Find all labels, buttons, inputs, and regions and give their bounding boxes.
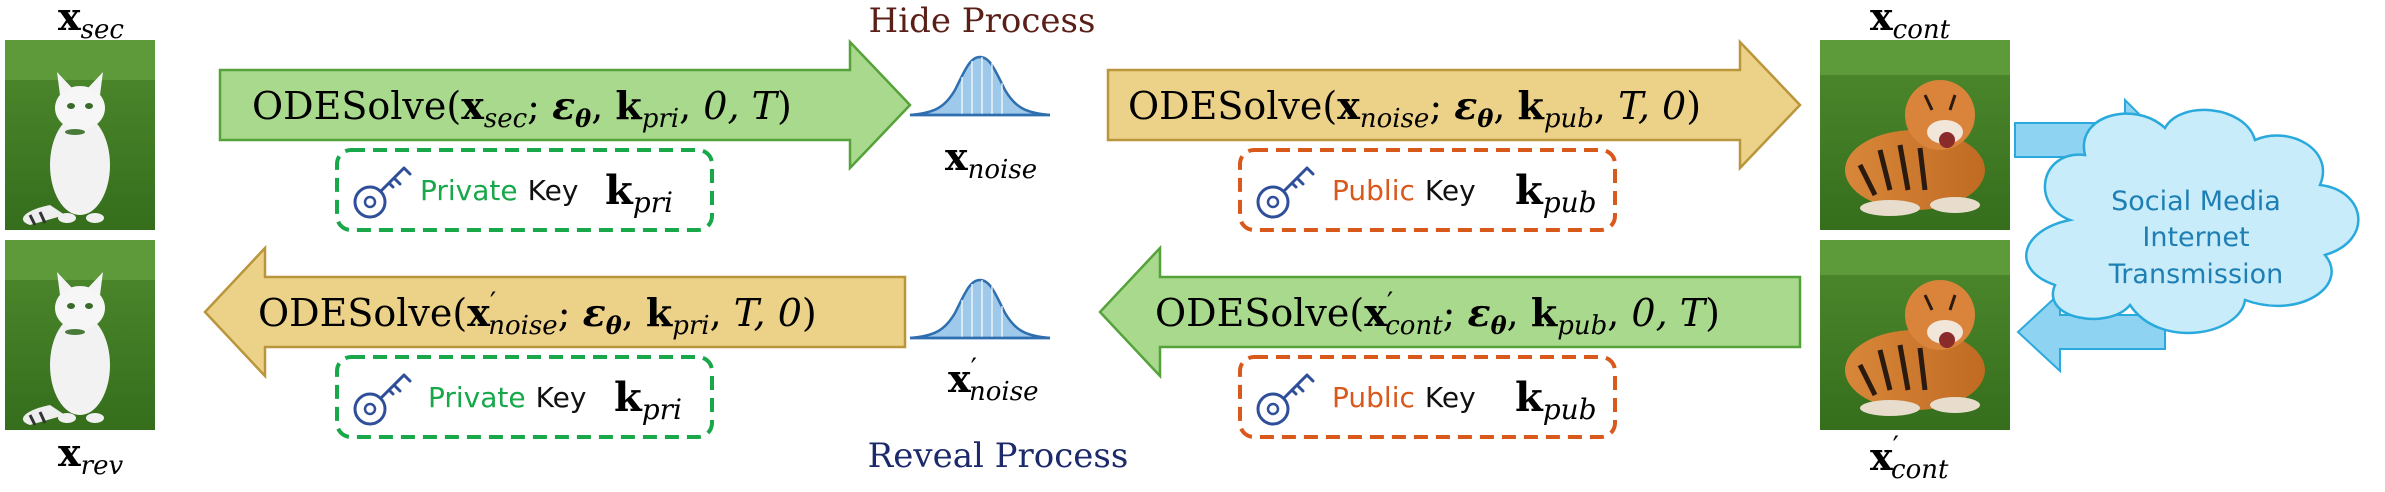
cloud-text-line3: Transmission — [2108, 259, 2283, 290]
svg-text:kpri: kpri — [614, 374, 682, 426]
noise-distribution-bottom — [908, 278, 1052, 340]
key-icon — [1256, 166, 1315, 219]
label-x-noise: xnoise — [945, 134, 1037, 185]
arrow-reveal-container-to-noise — [1098, 244, 1802, 380]
arrow-hide-noise-to-container — [1106, 38, 1802, 172]
svg-text:kpub: kpub — [1515, 374, 1597, 426]
svg-text:kpub: kpub — [1515, 167, 1597, 219]
social-media-cloud — [2025, 108, 2360, 335]
label-x-cont-prime: x′cont — [1870, 430, 1949, 485]
ode-hide-left-text: ODESolve(xsec; εθ, kpri, 0, T) — [252, 83, 792, 134]
label-x-cont: xcont — [1870, 0, 1951, 45]
tiger-image-container-received — [1820, 240, 2010, 430]
arrow-from-social-media — [2016, 290, 2166, 374]
hide-process-title: Hide Process — [869, 1, 1096, 41]
key-icon — [353, 166, 412, 219]
label-x-sec: xsec — [58, 0, 124, 45]
key-icon — [353, 373, 412, 426]
noise-distribution-top — [908, 55, 1052, 117]
label-x-rev: xrev — [58, 430, 123, 481]
cat-image-revealed — [3, 238, 157, 432]
label-x-noise-prime: x′noise — [948, 352, 1038, 407]
cloud-text-line2: Internet — [2142, 222, 2249, 253]
reveal-process-title: Reveal Process — [868, 436, 1129, 476]
arrow-hide-secret-to-noise — [218, 38, 912, 172]
svg-text:kpri: kpri — [605, 167, 673, 219]
cat-image-secret — [3, 38, 157, 232]
ode-hide-right-text: ODESolve(xnoise; εθ, kpub, T, 0) — [1128, 83, 1701, 134]
key-icon — [1256, 373, 1315, 426]
ode-reveal-right-text: ODESolve(x′cont; εθ, kpub, 0, T) — [1155, 286, 1720, 341]
tiger-image-container — [1820, 40, 2010, 230]
ode-reveal-left-text: ODESolve(x′noise; εθ, kpri, T, 0) — [258, 286, 817, 341]
arrow-reveal-noise-to-secret — [203, 244, 907, 380]
cloud-text-line1: Social Media — [2111, 186, 2281, 217]
